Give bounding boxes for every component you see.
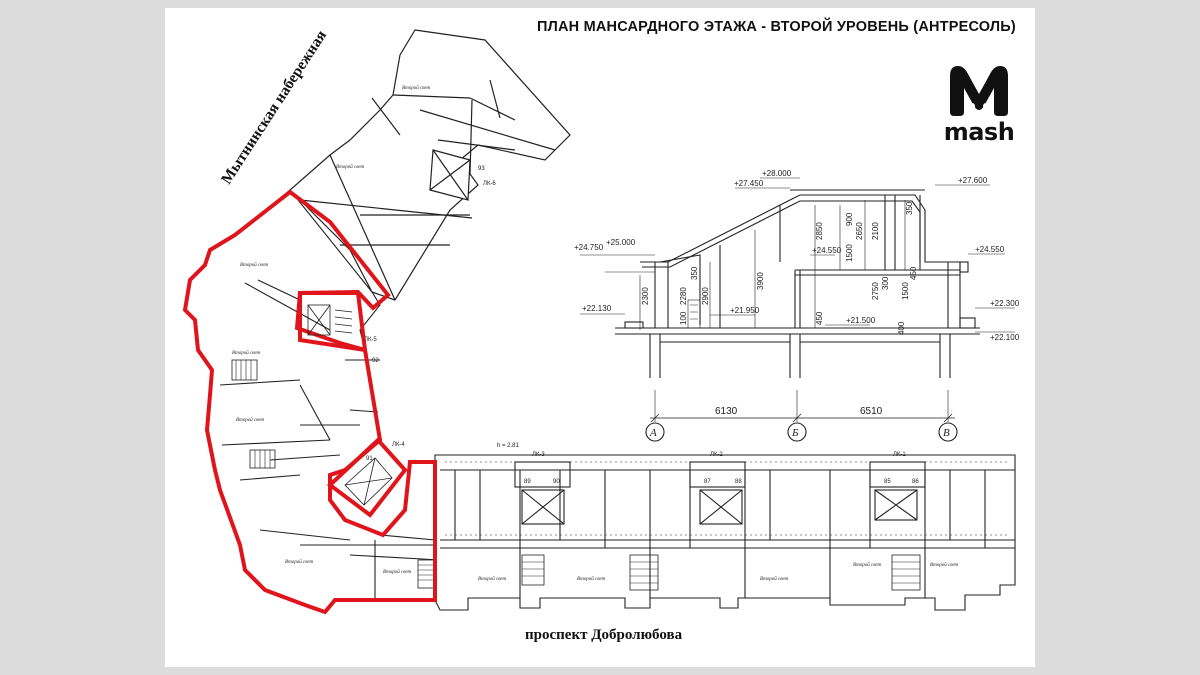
room-number: 92 <box>372 358 379 364</box>
room-label: Второй свет <box>930 562 959 568</box>
room-number: 91 <box>366 456 373 462</box>
room-number: 88 <box>735 479 742 485</box>
axis-label: Б <box>791 427 799 439</box>
room-number: 90 <box>553 479 560 485</box>
dim-label: 450 <box>815 311 824 325</box>
elev-label: +28.000 <box>762 169 792 178</box>
dim-label: 1500 <box>901 282 910 300</box>
room-number: 93 <box>478 166 485 172</box>
room-label: Второй свет <box>240 262 269 268</box>
red-outline-stair-4 <box>326 437 408 518</box>
dim-label: 900 <box>845 212 854 226</box>
elev-label: +27.450 <box>734 179 764 188</box>
dim-label: 2280 <box>679 287 688 305</box>
highlighted-area <box>182 189 437 615</box>
elev-label: +22.300 <box>990 299 1020 308</box>
elev-label: +24.550 <box>975 245 1005 254</box>
dim-label: 1500 <box>845 244 854 262</box>
dim-label: 2300 <box>641 287 650 305</box>
stair-label: ЛК-4 <box>392 442 405 448</box>
room-number: 87 <box>704 479 711 485</box>
elev-label: +22.100 <box>990 333 1020 342</box>
elev-label: +24.550 <box>812 246 842 255</box>
plan-labels: ЛК-6 ЛК-5 ЛК-4 ЛК-3 ЛК-2 ЛК-1 h = 2.81 В… <box>232 85 959 582</box>
elev-label: +25.000 <box>606 238 636 247</box>
page-title: ПЛАН МАНСАРДНОГО ЭТАЖА - ВТОРОЙ УРОВЕНЬ … <box>537 19 1016 35</box>
dim-label: 2850 <box>815 222 824 240</box>
dim-label: 300 <box>881 276 890 290</box>
room-label: Второй свет <box>853 562 882 568</box>
stair-label: ЛК-1 <box>893 452 906 458</box>
axis-label: А <box>649 427 657 439</box>
elev-label: +21.500 <box>846 316 876 325</box>
height-note: h = 2.81 <box>497 443 520 449</box>
building-section <box>580 177 1015 442</box>
dim-label: 2900 <box>701 287 710 305</box>
section-labels: +28.000 +27.450 +27.600 +24.750 +25.000 … <box>574 169 1020 439</box>
room-label: Второй свет <box>232 350 261 356</box>
room-label: Второй свет <box>285 559 314 565</box>
elev-label: +24.750 <box>574 243 604 252</box>
dim-label: 450 <box>909 266 918 280</box>
room-label: Второй свет <box>383 569 412 575</box>
room-label: Второй свет <box>478 576 507 582</box>
dim-label: 350 <box>690 266 699 280</box>
elev-label: +21.950 <box>730 306 760 315</box>
brand-name: mash <box>943 118 1015 146</box>
dim-label: 100 <box>679 311 688 325</box>
dim-label: 3900 <box>756 272 765 290</box>
dim-label: 400 <box>897 321 906 335</box>
axis-label: В <box>943 427 950 439</box>
elev-label: +22.130 <box>582 304 612 313</box>
stair-label: ЛК-3 <box>532 452 545 458</box>
dim-label: 350 <box>905 201 914 215</box>
elev-label: +27.600 <box>958 176 988 185</box>
stair-label: ЛК-5 <box>364 337 377 343</box>
dim-label: 2650 <box>855 222 864 240</box>
dim-label: 2750 <box>871 282 880 300</box>
red-outline-stair-5 <box>298 291 368 353</box>
span-label: 6130 <box>715 406 738 417</box>
room-number: 85 <box>884 479 891 485</box>
room-number: 89 <box>524 479 531 485</box>
mash-logo-icon: mash <box>942 62 1016 146</box>
dim-label: 2100 <box>871 222 880 240</box>
span-label: 6510 <box>860 406 883 417</box>
room-label: Второй свет <box>760 576 789 582</box>
stair-label: ЛК-6 <box>483 181 496 187</box>
room-number: 86 <box>912 479 919 485</box>
red-outline-main <box>182 189 437 615</box>
horizontal-wing <box>434 454 1016 611</box>
mash-logo-mark <box>950 66 1008 116</box>
room-label: Второй свет <box>402 85 431 91</box>
room-label: Второй свет <box>236 417 265 423</box>
street-label-prospect: проспект Добролюбова <box>525 627 683 643</box>
room-label: Второй свет <box>577 576 606 582</box>
room-label: Второй свет <box>336 164 365 170</box>
stair-label: ЛК-2 <box>710 452 723 458</box>
